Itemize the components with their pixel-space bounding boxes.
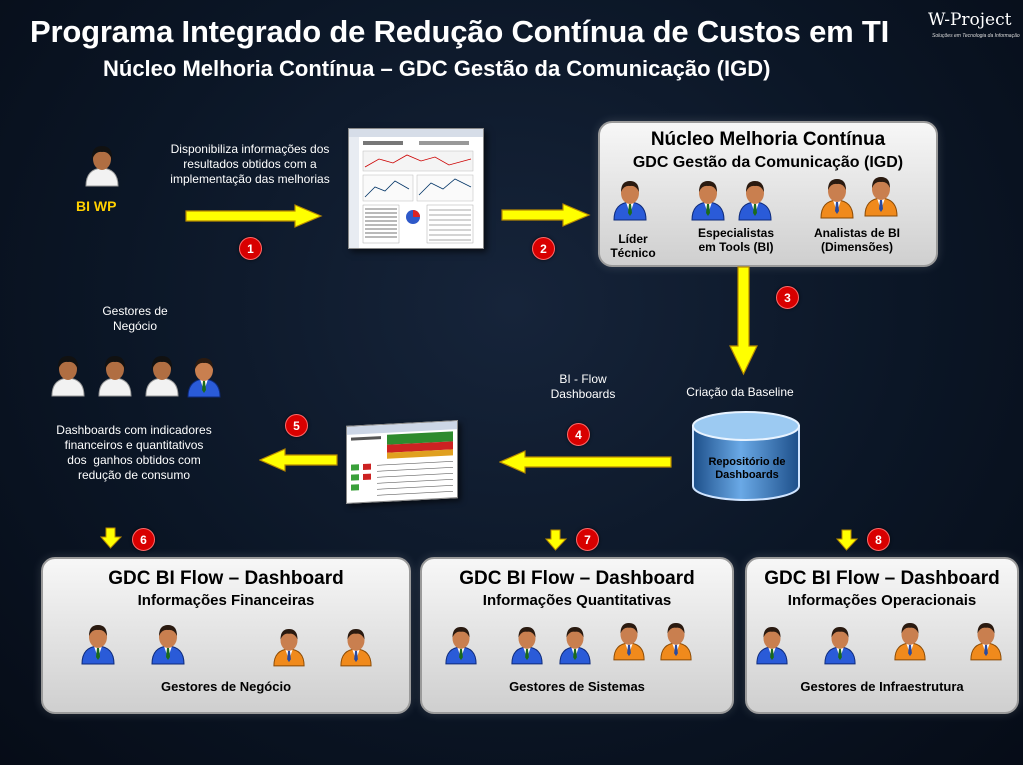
arrow-8-icon	[836, 529, 858, 551]
dashboard-document-image	[346, 420, 458, 504]
panel-subtitle: Informações Quantitativas	[482, 592, 672, 609]
bi-flow-dashboards-label: BI - Flow Dashboards	[535, 372, 631, 402]
page-subtitle: Núcleo Melhoria Contínua – GDC Gestão da…	[103, 56, 771, 81]
panel-financeiras: GDC BI Flow – Dashboard Informações Fina…	[41, 557, 411, 714]
arrow-4-icon	[499, 450, 672, 474]
role-line: Líder	[618, 232, 648, 246]
gestor-person-icon	[51, 355, 85, 397]
nucleo-panel: Núcleo Melhoria Contínua GDC Gestão da C…	[598, 121, 938, 267]
person-blue-icon	[151, 624, 185, 665]
dashboards-line: redução de consumo	[77, 468, 191, 482]
person-blue-icon	[445, 626, 477, 665]
repository-line: Repositório de	[708, 456, 786, 468]
step-badge-3: 3	[776, 286, 799, 309]
step1-description: Disponibiliza informações dos resultados…	[150, 142, 350, 187]
person-blue-icon	[81, 624, 115, 665]
panel-title: GDC BI Flow – Dashboard	[764, 568, 1000, 589]
panel-title: GDC BI Flow – Dashboard	[108, 568, 344, 589]
report-document-image	[348, 128, 484, 249]
repository-database-icon	[692, 411, 800, 501]
step-badge-2: 2	[532, 237, 555, 260]
role-line: Técnico	[610, 246, 656, 260]
gestor-person-icon	[145, 355, 179, 397]
bi-flow-line: Dashboards	[550, 387, 616, 401]
panel-subtitle: Informações Financeiras	[137, 592, 315, 609]
person-blue-icon	[559, 626, 591, 665]
dashboards-line: financeiros e quantitativos	[64, 438, 204, 452]
step-badge-7: 7	[576, 528, 599, 551]
gestor-person-icon	[98, 355, 132, 397]
step1-line: Disponibiliza informações dos	[170, 142, 330, 156]
gestor-person-icon	[187, 357, 221, 398]
person-orange-icon	[660, 622, 692, 661]
arrow-7-icon	[545, 529, 567, 551]
panel-footer: Gestores de Negócio	[160, 679, 292, 694]
person-orange-icon	[613, 622, 645, 661]
panel-title: GDC BI Flow – Dashboard	[459, 568, 695, 589]
bi-flow-line: BI - Flow	[559, 372, 607, 386]
logo-tagline: Soluções em Tecnologia da Informação	[932, 33, 1020, 39]
role-analistas: Analistas de BI (Dimensões)	[802, 226, 912, 254]
arrow-3-icon	[729, 266, 758, 376]
panel-subtitle: Informações Operacionais	[787, 592, 977, 609]
bi-wp-label: BI WP	[76, 198, 117, 214]
role-line: Analistas de BI	[813, 226, 901, 240]
repository-line: Dashboards	[715, 469, 779, 481]
page-title: Programa Integrado de Redução Contínua d…	[30, 14, 890, 49]
panel-quantitativas: GDC BI Flow – Dashboard Informações Quan…	[420, 557, 734, 714]
step1-line: resultados obtidos com a	[183, 157, 317, 171]
arrow-6-icon	[100, 527, 122, 549]
role-line: (Dimensões)	[820, 240, 894, 254]
logo-text: W-Project	[928, 10, 1012, 30]
person-blue-icon	[756, 626, 788, 665]
repository-label: Repositório de Dashboards	[694, 456, 800, 482]
dashboards-line: Dashboards com indicadores	[56, 423, 212, 437]
step1-line: implementação das melhorias	[170, 172, 330, 186]
analista-person-icon	[820, 178, 854, 219]
panel-footer: Gestores de Sistemas	[509, 679, 645, 694]
step-badge-8: 8	[867, 528, 890, 551]
step-badge-5: 5	[285, 414, 308, 437]
w-project-logo: W-Project Soluções em Tecnologia da Info…	[922, 8, 1020, 44]
especialista-person-icon	[691, 180, 725, 221]
arrow-5-icon	[259, 448, 338, 472]
bi-wp-person-icon	[85, 145, 119, 187]
dashboards-description: Dashboards com indicadores financeiros e…	[44, 423, 224, 483]
lider-person-icon	[613, 180, 647, 221]
step-badge-4: 4	[567, 423, 590, 446]
person-orange-icon	[273, 628, 305, 667]
role-line: em Tools (BI)	[698, 240, 774, 254]
person-orange-icon	[894, 622, 926, 661]
gestores-negocio-label: Gestores de Negócio	[80, 304, 190, 334]
role-especialistas: Especialistas em Tools (BI)	[686, 226, 786, 254]
nucleo-title: Núcleo Melhoria Contínua	[650, 129, 886, 150]
gestores-line: Gestores de	[102, 304, 168, 318]
analista-person-icon	[864, 176, 898, 217]
person-orange-icon	[340, 628, 372, 667]
step-badge-6: 6	[132, 528, 155, 551]
panel-footer: Gestores de Infraestrutura	[800, 679, 964, 694]
arrow-1-icon	[185, 204, 323, 228]
nucleo-subtitle: GDC Gestão da Comunicação (IGD)	[632, 154, 904, 171]
person-blue-icon	[511, 626, 543, 665]
step-badge-1: 1	[239, 237, 262, 260]
arrow-2-icon	[501, 203, 591, 227]
especialista-person-icon	[738, 180, 772, 221]
person-blue-icon	[824, 626, 856, 665]
dashboards-line: dos ganhos obtidos com	[67, 453, 201, 467]
baseline-label: Criação da Baseline	[686, 385, 794, 399]
gestores-line: Negócio	[112, 319, 158, 333]
person-orange-icon	[970, 622, 1002, 661]
role-line: Especialistas	[697, 226, 775, 240]
role-lider: Líder Técnico	[608, 232, 658, 260]
panel-operacionais: GDC BI Flow – Dashboard Informações Oper…	[745, 557, 1019, 714]
